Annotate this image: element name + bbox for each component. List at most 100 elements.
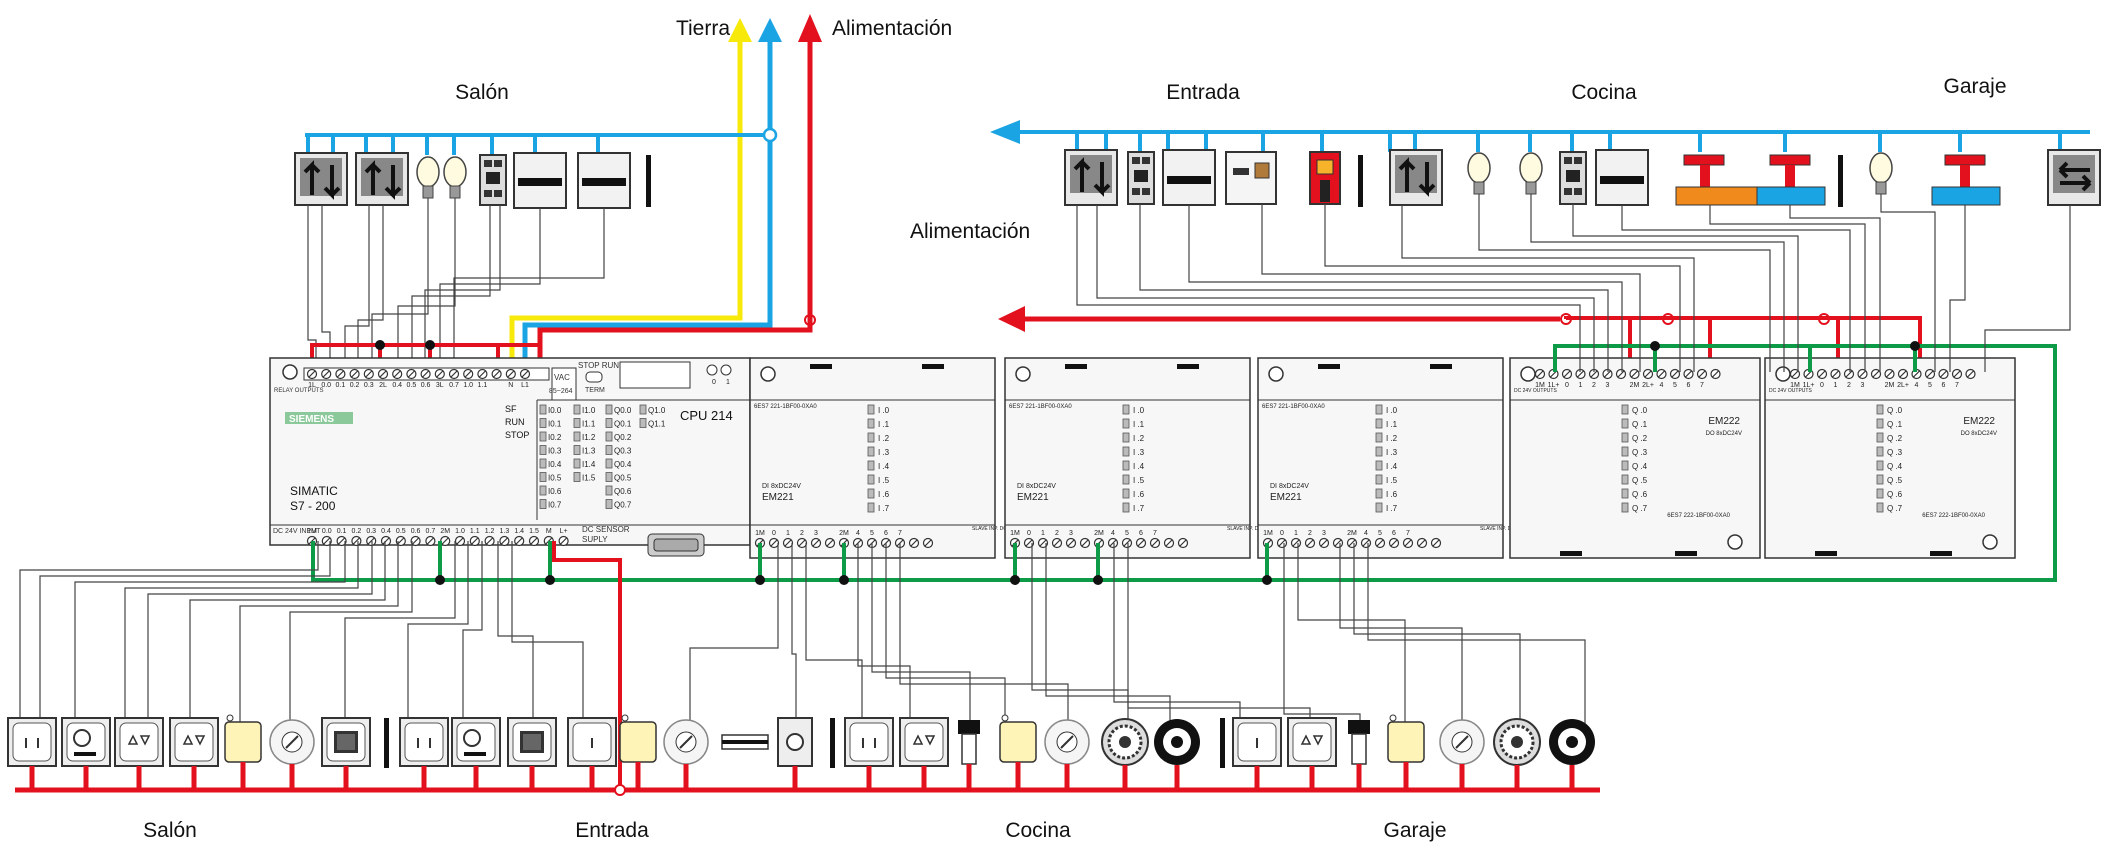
- photocell-icon[interactable]: [1044, 719, 1090, 765]
- terminal-screw[interactable]: [377, 368, 389, 380]
- terminal-screw[interactable]: [1897, 368, 1909, 380]
- terminal-screw[interactable]: [499, 535, 510, 547]
- blind-switch-icon[interactable]: [899, 717, 949, 767]
- terminal-screw[interactable]: [1290, 537, 1302, 549]
- terminal-screw[interactable]: [1037, 537, 1049, 549]
- terminal-screw[interactable]: [1163, 537, 1175, 549]
- terminal-screw[interactable]: [1051, 537, 1063, 549]
- terminal-screw[interactable]: [1065, 537, 1077, 549]
- terminal-screw[interactable]: [1023, 537, 1035, 549]
- terminal-screw[interactable]: [505, 368, 516, 380]
- terminal-screw[interactable]: [1965, 368, 1976, 380]
- terminal-screw[interactable]: [514, 535, 525, 547]
- presence-sensor-icon[interactable]: [224, 714, 262, 763]
- terminal-screw[interactable]: [351, 535, 362, 547]
- terminal-screw[interactable]: [1346, 537, 1358, 549]
- terminal-screw[interactable]: [1843, 368, 1855, 380]
- photocell-icon[interactable]: [269, 719, 315, 765]
- double-switch-icon[interactable]: [7, 717, 57, 767]
- terminal-screw[interactable]: [335, 368, 346, 380]
- dimmer-icon[interactable]: [507, 717, 557, 767]
- terminal-screw[interactable]: [1870, 368, 1882, 380]
- keyswitch-icon[interactable]: [777, 717, 813, 767]
- terminal-screw[interactable]: [1683, 368, 1694, 380]
- terminal-screw[interactable]: [425, 535, 436, 547]
- terminal-screw[interactable]: [1938, 368, 1949, 380]
- terminal-screw[interactable]: [448, 368, 460, 380]
- terminal-screw[interactable]: [1079, 537, 1091, 549]
- terminal-screw[interactable]: [1107, 537, 1119, 549]
- terminal-screw[interactable]: [1402, 537, 1414, 549]
- terminal-screw[interactable]: [519, 368, 531, 380]
- terminal-screw[interactable]: [392, 368, 403, 380]
- terminal-screw[interactable]: [796, 537, 808, 549]
- fan-icon[interactable]: [1549, 719, 1595, 765]
- terminal-screw[interactable]: [558, 535, 569, 547]
- terminal-screw[interactable]: [1534, 368, 1546, 380]
- terminal-screw[interactable]: [1710, 368, 1721, 380]
- blind-switch-icon[interactable]: [1287, 717, 1337, 767]
- photocell-icon[interactable]: [1439, 719, 1485, 765]
- terminal-screw[interactable]: [1430, 537, 1442, 549]
- float-switch-icon[interactable]: [958, 720, 980, 765]
- thermostat-icon[interactable]: [451, 717, 501, 767]
- smoke-detector-icon[interactable]: [1101, 718, 1149, 766]
- terminal-screw[interactable]: [420, 368, 431, 380]
- terminal-screw[interactable]: [484, 535, 495, 547]
- terminal-screw[interactable]: [1816, 368, 1828, 380]
- terminal-screw[interactable]: [1656, 368, 1667, 380]
- terminal-screw[interactable]: [1615, 368, 1627, 380]
- terminal-screw[interactable]: [824, 537, 836, 549]
- terminal-screw[interactable]: [321, 535, 332, 547]
- terminal-screw[interactable]: [1374, 537, 1386, 549]
- thermostat-icon[interactable]: [61, 717, 111, 767]
- terminal-screw[interactable]: [1416, 537, 1428, 549]
- presence-sensor-icon[interactable]: [999, 714, 1037, 763]
- dimmer-icon[interactable]: [321, 717, 371, 767]
- terminal-screw[interactable]: [454, 535, 466, 547]
- terminal-screw[interactable]: [1149, 537, 1161, 549]
- terminal-screw[interactable]: [1924, 368, 1936, 380]
- terminal-screw[interactable]: [768, 537, 780, 549]
- smoke-detector-icon[interactable]: [1493, 718, 1541, 766]
- terminal-screw[interactable]: [1561, 368, 1573, 380]
- terminal-screw[interactable]: [1629, 368, 1640, 380]
- terminal-screw[interactable]: [782, 537, 794, 549]
- terminal-screw[interactable]: [1884, 368, 1895, 380]
- terminal-screw[interactable]: [1642, 368, 1654, 380]
- terminal-screw[interactable]: [406, 368, 417, 380]
- terminal-screw[interactable]: [922, 537, 934, 549]
- terminal-screw[interactable]: [1121, 537, 1133, 549]
- terminal-screw[interactable]: [306, 368, 318, 380]
- terminal-screw[interactable]: [1177, 537, 1189, 549]
- terminal-screw[interactable]: [349, 368, 360, 380]
- terminal-screw[interactable]: [1304, 537, 1316, 549]
- fan-icon[interactable]: [1154, 719, 1200, 765]
- terminal-screw[interactable]: [363, 368, 374, 380]
- potentiometer-icon[interactable]: [706, 364, 718, 376]
- terminal-screw[interactable]: [1696, 368, 1708, 380]
- terminal-screw[interactable]: [1360, 537, 1372, 549]
- terminal-screw[interactable]: [380, 535, 392, 547]
- terminal-screw[interactable]: [469, 535, 480, 547]
- photocell-icon[interactable]: [663, 719, 709, 765]
- terminal-screw[interactable]: [440, 535, 451, 547]
- terminal-screw[interactable]: [1669, 368, 1681, 380]
- terminal-screw[interactable]: [1332, 537, 1344, 549]
- terminal-screw[interactable]: [1318, 537, 1330, 549]
- terminal-screw[interactable]: [1135, 537, 1147, 549]
- blind-switch-icon[interactable]: [114, 717, 164, 767]
- terminal-screw[interactable]: [1951, 368, 1963, 380]
- float-switch-icon[interactable]: [1348, 720, 1370, 765]
- terminal-screw[interactable]: [1789, 368, 1801, 380]
- terminal-screw[interactable]: [810, 537, 822, 549]
- terminal-screw[interactable]: [1388, 537, 1400, 549]
- limit-switch-icon[interactable]: [721, 734, 769, 750]
- terminal-screw[interactable]: [491, 368, 502, 380]
- blind-switch-icon[interactable]: [169, 717, 219, 767]
- terminal-screw[interactable]: [1857, 368, 1868, 380]
- terminal-screw[interactable]: [1602, 368, 1613, 380]
- terminal-screw[interactable]: [336, 535, 347, 547]
- terminal-screw[interactable]: [434, 368, 445, 380]
- terminal-screw[interactable]: [321, 368, 332, 380]
